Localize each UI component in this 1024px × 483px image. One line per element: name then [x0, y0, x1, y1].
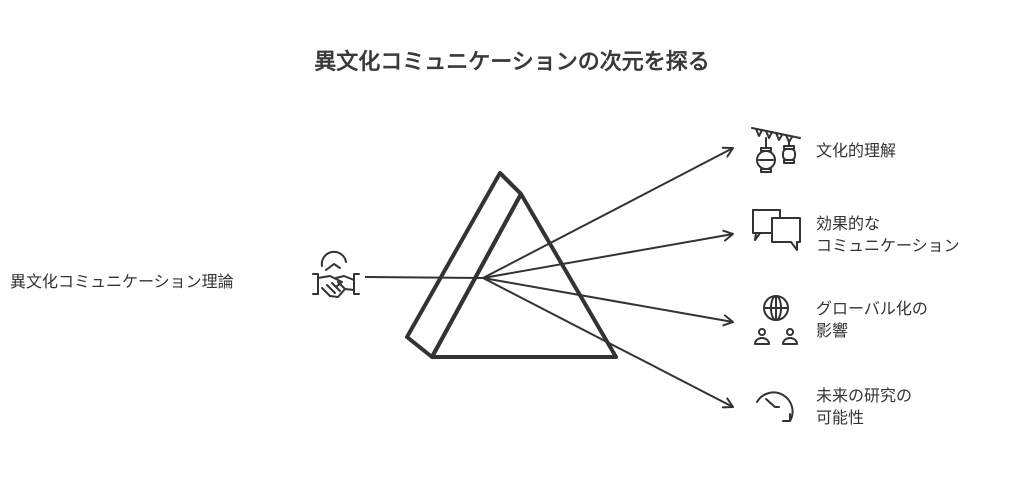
output-label-line: 影響: [816, 321, 849, 340]
ray-3: [482, 277, 734, 327]
output-label-line: 可能性: [816, 408, 865, 427]
input-beam: [364, 276, 484, 279]
clock-arrow-icon: [756, 391, 794, 422]
output-label-4: 未来の研究の 可能性: [816, 385, 912, 429]
handshake-icon: [312, 250, 360, 298]
globe-people-icon: [754, 295, 798, 345]
prism: [405, 171, 618, 359]
source-label: 異文化コミュニケーション理論: [10, 272, 234, 291]
ray-1: [482, 146, 734, 279]
ray-4: [482, 277, 734, 409]
output-label-line: グローバル化の: [816, 299, 928, 318]
output-label-3: グローバル化の 影響: [816, 298, 928, 342]
output-label-line: コミュニケーション: [816, 236, 960, 255]
chat-bubbles-icon: [752, 209, 801, 251]
ray-2: [482, 229, 734, 279]
lanterns-icon: [751, 127, 801, 173]
output-label-2: 効果的な コミュニケーション: [816, 213, 960, 257]
output-label-line: 文化的理解: [816, 141, 897, 160]
output-label-1: 文化的理解: [816, 140, 896, 162]
output-label-line: 効果的な: [816, 214, 881, 233]
page-title: 異文化コミュニケーションの次元を探る: [314, 50, 710, 75]
output-label-line: 未来の研究の: [816, 386, 913, 405]
